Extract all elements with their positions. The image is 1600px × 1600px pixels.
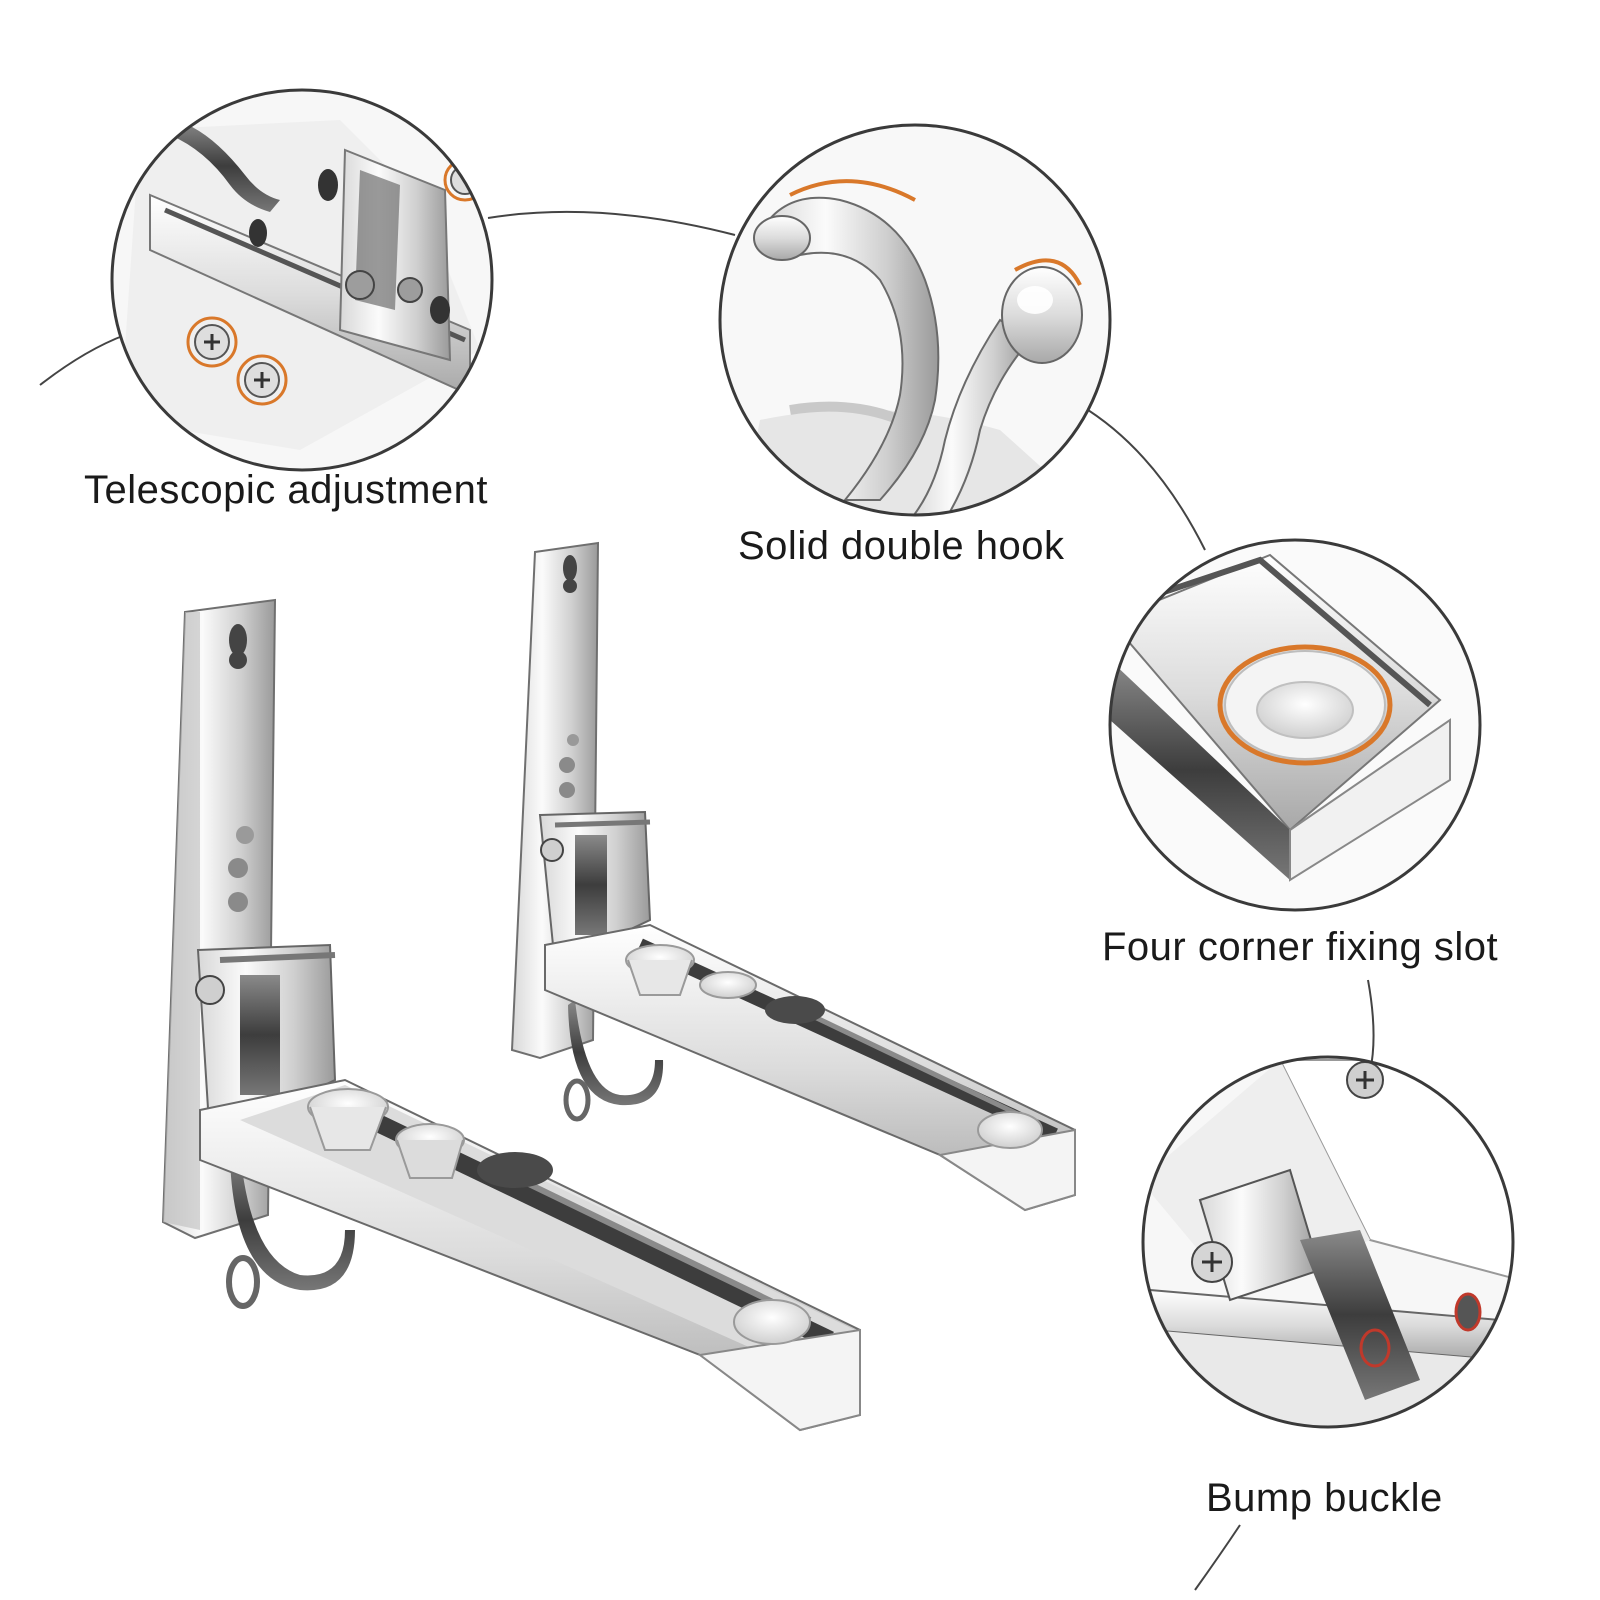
line-telescopic <box>39 334 126 386</box>
line-telescopic-hook <box>487 210 736 236</box>
caption-solid-double-hook: Solid double hook <box>738 524 1065 568</box>
detail-circle-telescopic <box>110 88 494 472</box>
line-slot-buckle <box>1367 979 1375 1073</box>
bracket-large <box>161 598 861 1432</box>
bracket-small <box>510 541 1076 1212</box>
caption-four-corner-fixing-slot: Four corner fixing slot <box>1102 925 1499 969</box>
detail-circle-hook <box>718 123 1112 517</box>
detail-circle-buckle <box>1141 1055 1515 1429</box>
line-hook-slot <box>1079 404 1206 551</box>
callout-lines <box>39 210 1375 1591</box>
line-buckle <box>1194 1524 1241 1591</box>
caption-telescopic-adjustment: Telescopic adjustment <box>84 468 489 512</box>
caption-bump-buckle: Bump buckle <box>1206 1476 1443 1520</box>
detail-circle-slot <box>1108 538 1482 912</box>
